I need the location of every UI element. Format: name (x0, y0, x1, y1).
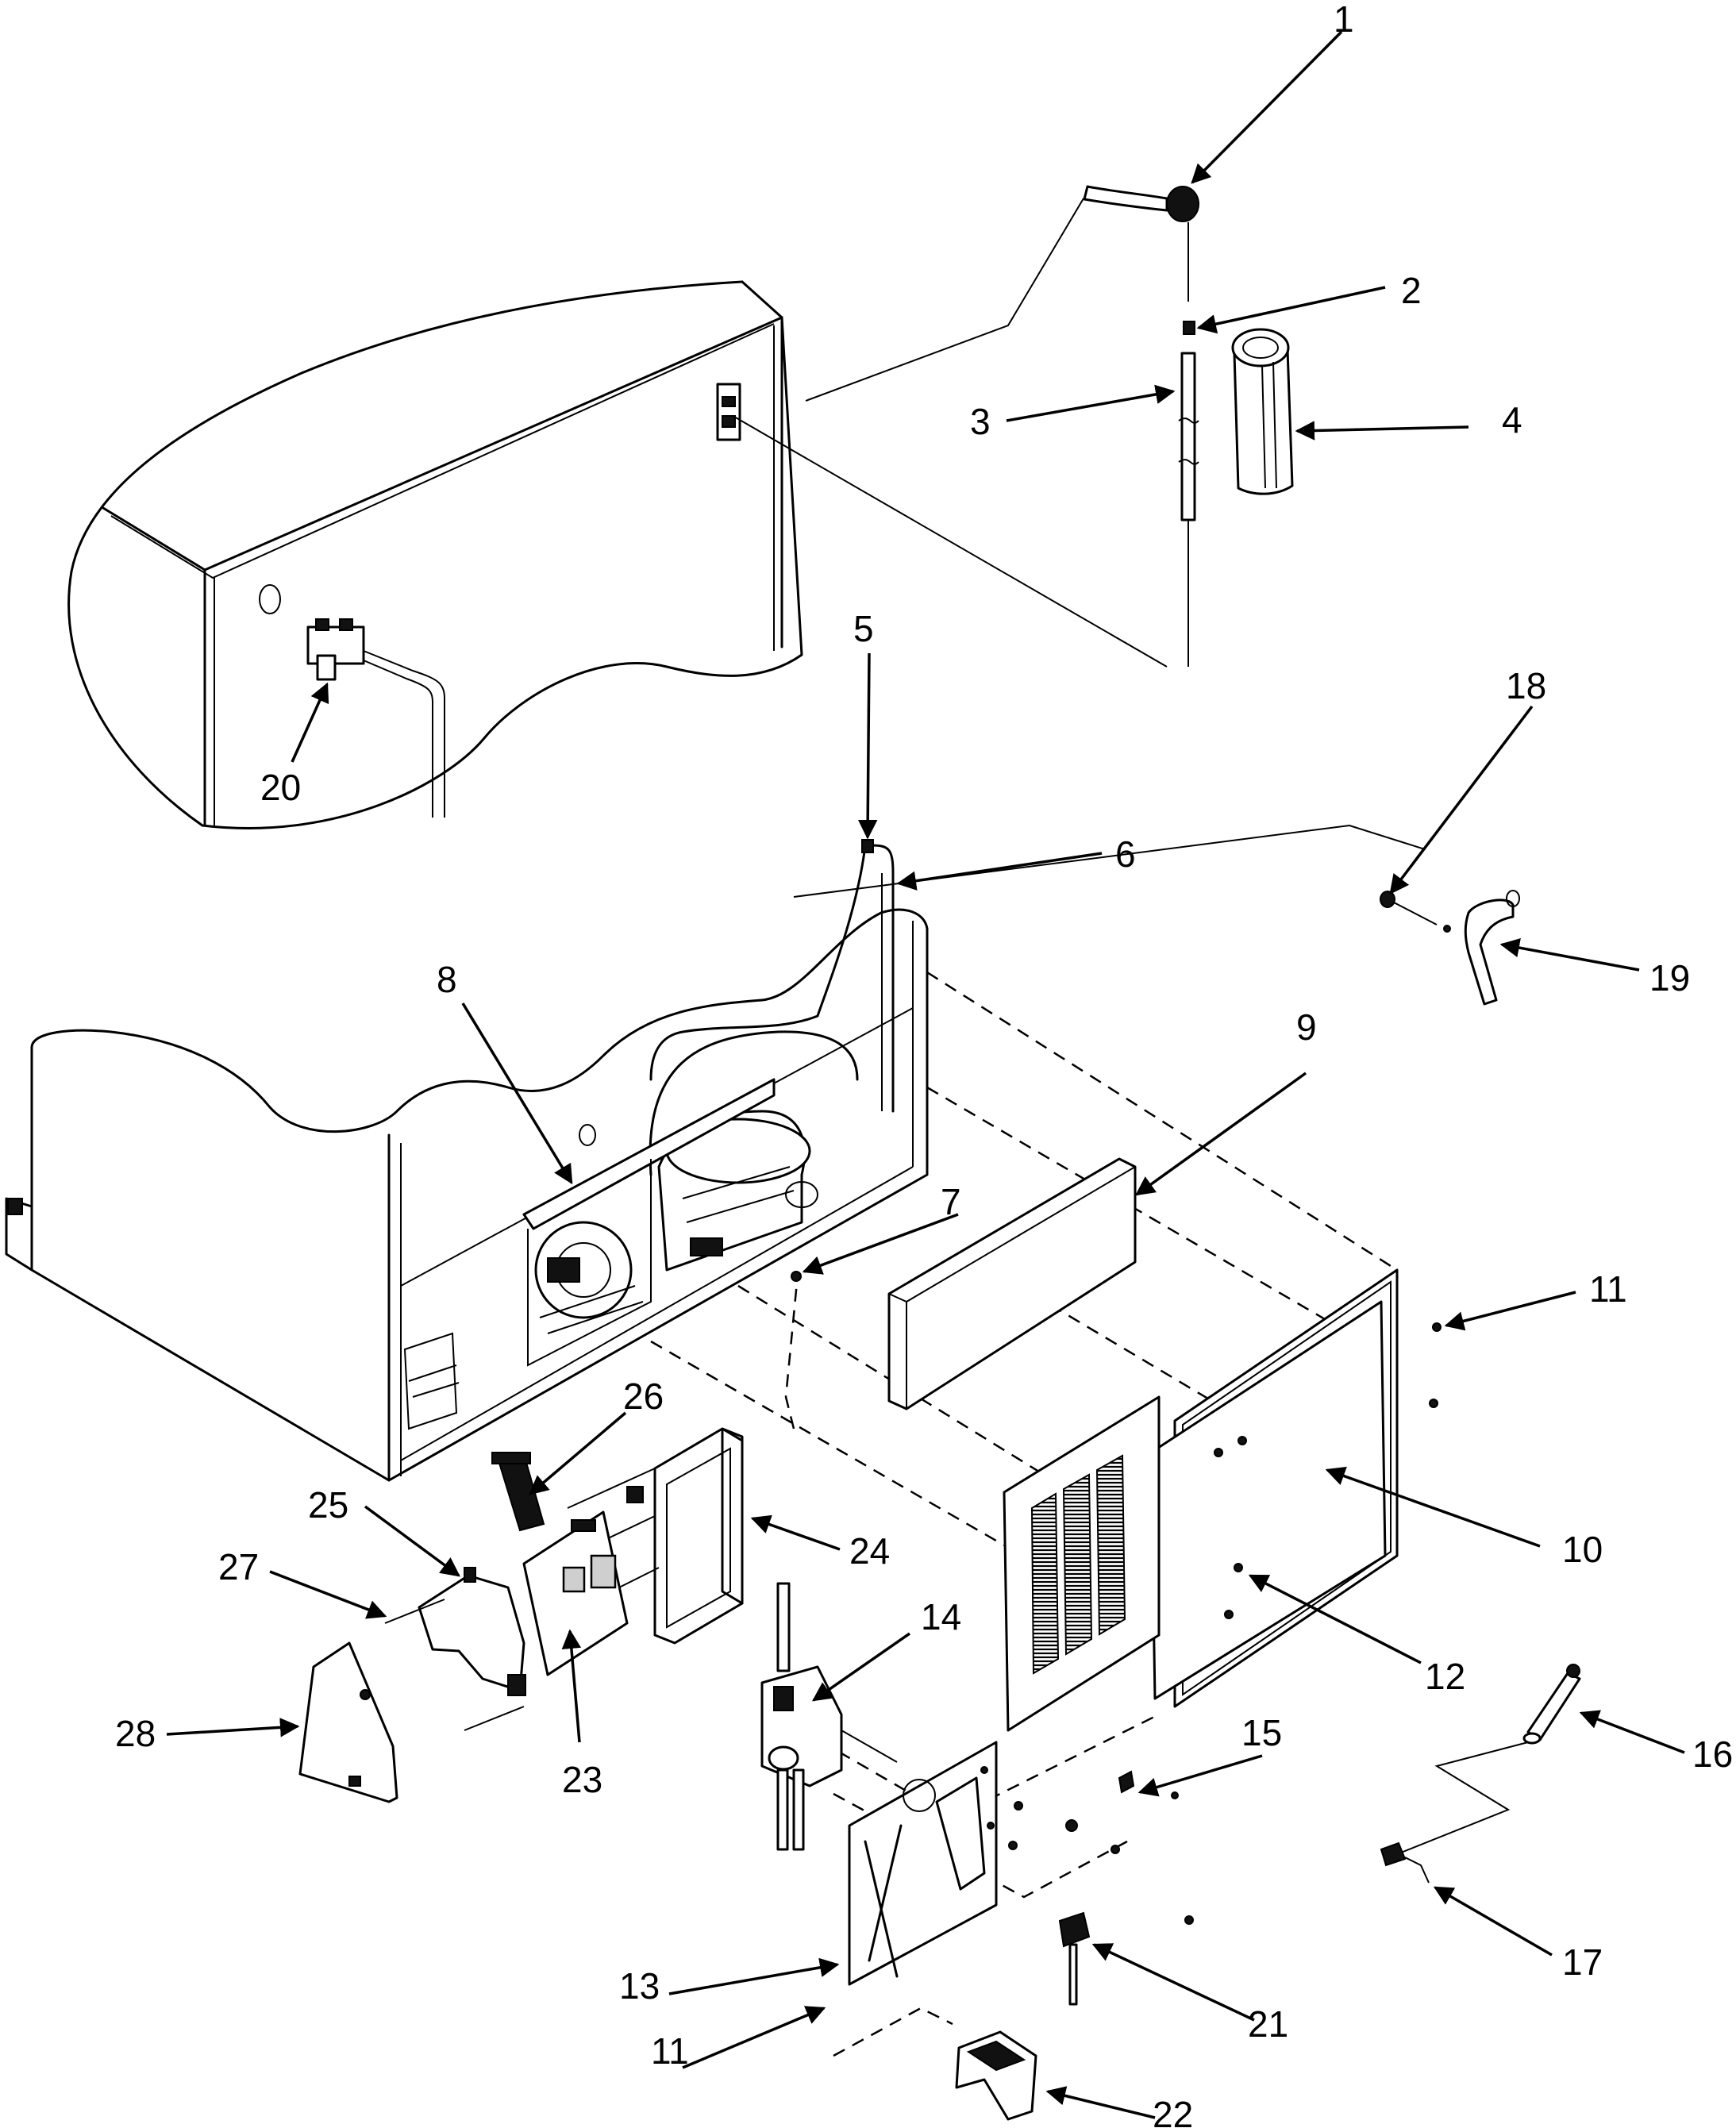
screws (791, 1271, 1442, 1619)
callout-13: 13 (619, 1965, 660, 2007)
callout-9: 9 (1296, 1006, 1317, 1048)
insulation-panel-part-9 (887, 1157, 1137, 1410)
capillary-part-3 (1180, 352, 1196, 521)
mounting-plate-part-13 (848, 1741, 998, 1986)
callout-24: 24 (849, 1530, 890, 1572)
hinge-bracket (716, 383, 741, 441)
callout-8: 8 (437, 959, 457, 1000)
callout-16: 16 (1692, 1734, 1733, 1775)
callout-2: 2 (1401, 270, 1422, 311)
callout-22: 22 (1153, 2094, 1193, 2128)
filter-parts-16-17 (1380, 1664, 1581, 1884)
ferrule-part-2 (1183, 321, 1195, 335)
callout-25: 25 (308, 1484, 348, 1526)
callout-14: 14 (921, 1596, 961, 1637)
callout-11-lower: 11 (651, 2030, 689, 2072)
callout-10: 10 (1562, 1529, 1603, 1570)
pipe-fitting-part-1 (1166, 186, 1199, 222)
callout-26: 26 (623, 1376, 664, 1417)
callout-labels: 1 2 3 4 5 6 7 8 9 10 11 11 12 13 14 15 1… (115, 0, 1733, 2128)
callout-3: 3 (970, 401, 991, 442)
callout-6: 6 (1115, 833, 1136, 875)
terminal-block-part-20 (306, 618, 445, 818)
tube-rod-assembly (733, 185, 1294, 668)
callout-1: 1 (1334, 0, 1354, 40)
callout-27: 27 (218, 1546, 259, 1587)
access-cover-part-10 (1149, 1268, 1399, 1708)
callout-17: 17 (1562, 1941, 1603, 1983)
front-grille (1003, 1395, 1161, 1732)
control-board-part-23 (522, 1510, 629, 1676)
drain-tube-parts-18-19 (1380, 890, 1520, 1006)
clip-part-15 (1118, 1770, 1179, 1799)
compressor (649, 1030, 859, 1272)
callout-4: 4 (1502, 399, 1522, 441)
callout-5: 5 (853, 608, 874, 649)
callout-12: 12 (1425, 1656, 1465, 1697)
callout-leaders (166, 30, 1685, 2119)
cover-plate-part-28 (298, 1641, 398, 1803)
callout-21: 21 (1248, 2003, 1288, 2045)
callout-15: 15 (1241, 1712, 1282, 1753)
callout-19: 19 (1649, 957, 1690, 999)
callout-7: 7 (941, 1181, 961, 1222)
sensor-part-21 (1058, 1911, 1091, 2006)
bracket-part-22 (955, 2030, 1037, 2121)
small-parts (1008, 1801, 1194, 1925)
callout-28: 28 (115, 1713, 156, 1754)
callout-11-upper: 11 (1589, 1268, 1627, 1310)
callout-18: 18 (1506, 665, 1546, 706)
callout-20: 20 (260, 767, 301, 808)
bracket-parts-25-27 (384, 1567, 526, 1731)
upper-cabinet-cutaway (67, 280, 803, 829)
insulation-sleeve-part-4 (1231, 328, 1294, 495)
control-box-part-24 (567, 1427, 744, 1645)
fan-shroud-part-8 (522, 1078, 776, 1367)
strap-part-26 (491, 1452, 545, 1532)
lower-cabinet (5, 839, 929, 1482)
callout-23: 23 (562, 1759, 602, 1800)
connector-part-5 (861, 839, 874, 853)
